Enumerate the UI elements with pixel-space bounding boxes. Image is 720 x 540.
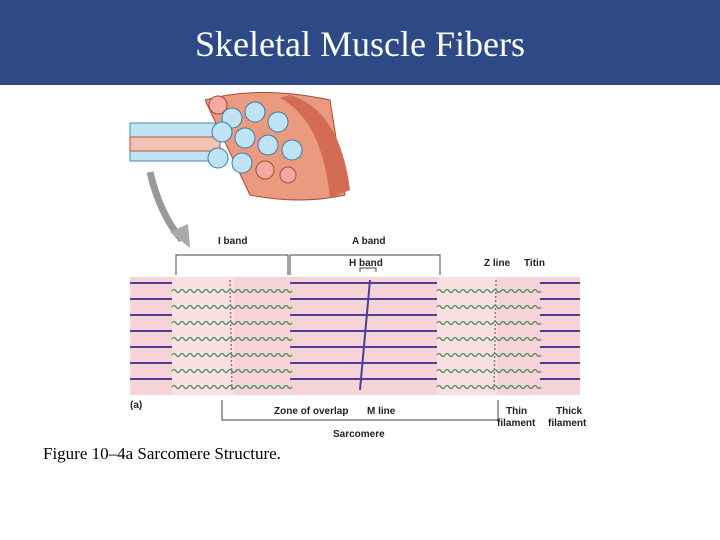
sarcomere-label: Sarcomere xyxy=(333,429,385,440)
thin-filament xyxy=(436,288,542,294)
sarcomere-panel xyxy=(130,277,580,395)
thin-filament xyxy=(171,336,293,342)
muscle-fiber-illustration xyxy=(129,92,350,248)
titin-label: Titin xyxy=(524,258,545,269)
sarcomere-figure: I band A band H band Z line Titin (a) Zo… xyxy=(129,92,587,440)
z-line-label: Z line xyxy=(484,258,511,269)
a-band-label: A band xyxy=(352,236,386,247)
thin-filament xyxy=(171,384,293,390)
thick-filament-label-line2: filament xyxy=(548,418,587,429)
thin-filament xyxy=(436,304,542,310)
title-bar: Skeletal Muscle Fibers xyxy=(0,0,720,85)
thin-filament xyxy=(171,368,293,374)
thin-filament xyxy=(171,320,293,326)
thin-filament xyxy=(436,368,542,374)
m-line-label: M line xyxy=(367,406,396,417)
figure-caption: Figure 10–4a Sarcomere Structure. xyxy=(43,444,281,463)
slide-title: Skeletal Muscle Fibers xyxy=(195,24,525,64)
thin-filament xyxy=(436,384,542,390)
panel-label: (a) xyxy=(130,400,142,411)
bottom-labels: (a) Zone of overlap M line Thin filament… xyxy=(130,400,587,440)
thin-filament xyxy=(436,352,542,358)
i-band-label: I band xyxy=(218,236,247,247)
thin-filament xyxy=(171,288,293,294)
thin-filament xyxy=(171,352,293,358)
zone-of-overlap-label: Zone of overlap xyxy=(274,406,348,417)
thin-filament-label-line1: Thin xyxy=(506,406,527,417)
top-labels: I band A band H band Z line Titin xyxy=(175,236,545,275)
thin-filament-label-line2: filament xyxy=(497,418,536,429)
thin-filament xyxy=(436,320,542,326)
thick-filament-label-line1: Thick xyxy=(556,406,583,417)
h-band-label: H band xyxy=(349,258,383,269)
thin-filament xyxy=(436,336,542,342)
thin-filament xyxy=(171,304,293,310)
